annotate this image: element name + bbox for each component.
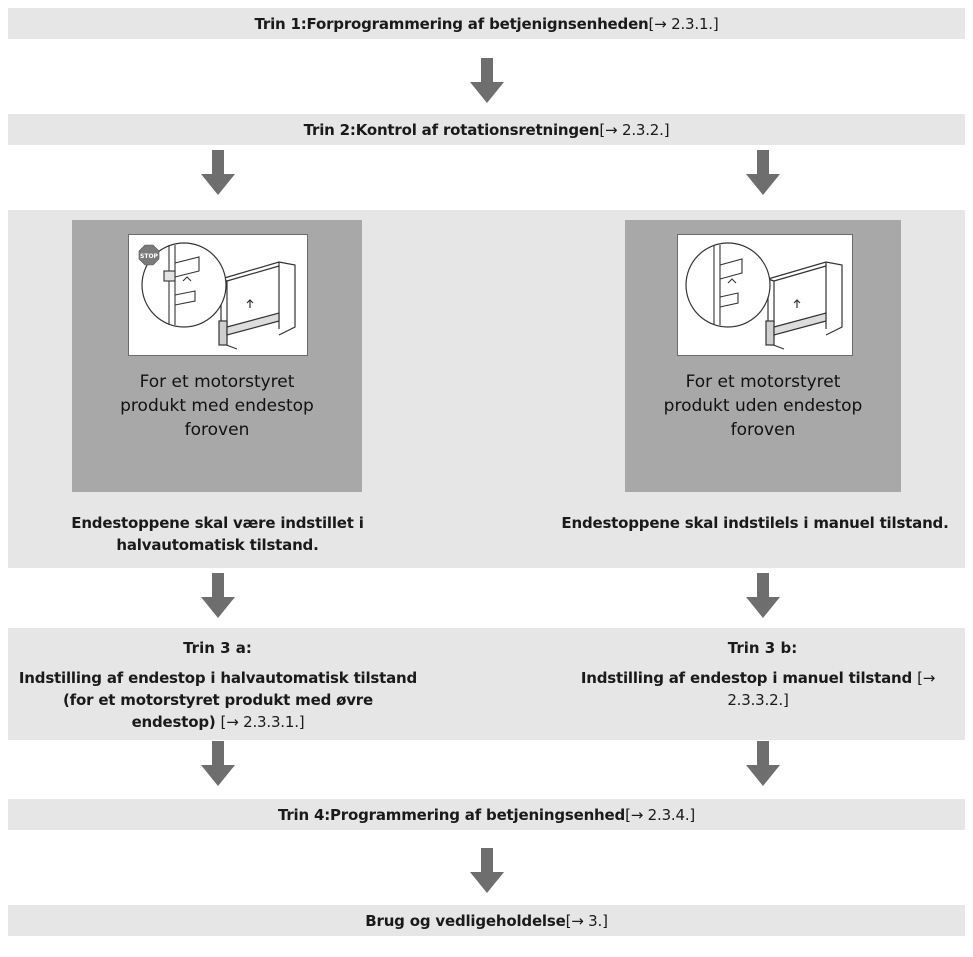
- step-3b-title: Trin 3 b:: [727, 639, 798, 657]
- step-3-band: [8, 628, 965, 740]
- final-bar: Brug og vedligeholdelse [→ 3.]: [8, 905, 965, 936]
- step-1-reference-link[interactable]: [→ 2.3.1.]: [648, 14, 719, 33]
- step-3a-line: endestop): [131, 713, 221, 731]
- left-panel-caption: For et motorstyret produkt med endestop …: [72, 370, 362, 442]
- step-3a-reference-link[interactable]: [→ 2.3.3.1.]: [220, 713, 305, 731]
- caption-line: produkt med endestop: [120, 396, 314, 416]
- option-panel-with-top-endstop: STOP For et motorstyret produkt med ende…: [72, 220, 362, 492]
- arrow-down-icon: [470, 848, 504, 893]
- step-1-label: Trin 1:: [254, 14, 307, 33]
- step-4-text: Programmering af betjeningsenhed: [330, 805, 626, 824]
- product-illustration-with-stop: STOP: [128, 234, 308, 356]
- note-line: halvautomatisk tilstand.: [116, 536, 319, 554]
- final-text: Brug og vedligeholdelse: [365, 911, 566, 930]
- caption-line: For et motorstyret: [685, 372, 841, 392]
- note-line: Endestoppene skal være indstillet i: [71, 514, 364, 532]
- caption-line: foroven: [184, 420, 250, 440]
- caption-line: produkt uden endestop: [663, 396, 863, 416]
- arrow-down-icon: [746, 741, 780, 786]
- caption-line: foroven: [730, 420, 796, 440]
- step-3a-body: Indstilling af endestop i halvautomatisk…: [8, 667, 428, 733]
- note-line: Endestoppene skal indstilels i manuel ti…: [561, 514, 949, 532]
- arrow-down-icon: [470, 58, 504, 103]
- arrow-down-icon: [746, 573, 780, 618]
- product-illustration-without-stop: [677, 234, 853, 356]
- step-1-text: Forprogrammering af betjenignsenheden: [306, 14, 649, 33]
- step-2-reference-link[interactable]: [→ 2.3.2.]: [599, 120, 670, 139]
- right-panel-note: Endestoppene skal indstilels i manuel ti…: [540, 512, 970, 534]
- step-3a-title: Trin 3 a:: [183, 639, 252, 657]
- arrow-down-icon: [746, 150, 780, 195]
- step-3b-reference-link[interactable]: [→ 2.3.3.2.]: [727, 669, 936, 709]
- step-4-bar: Trin 4:Programmering af betjeningsenhed …: [8, 799, 965, 830]
- stop-badge-text: STOP: [140, 253, 159, 260]
- step-2-text: Kontrol af rotationsretningen: [355, 120, 600, 139]
- step-4-reference-link[interactable]: [→ 2.3.4.]: [625, 805, 696, 824]
- step-3a-line: Indstilling af endestop i halvautomatisk…: [18, 669, 418, 687]
- caption-line: For et motorstyret: [139, 372, 295, 392]
- final-reference-link[interactable]: [→ 3.]: [565, 911, 608, 930]
- step-4-label: Trin 4:: [277, 805, 331, 824]
- step-2-bar: Trin 2:Kontrol af rotationsretningen [→ …: [8, 114, 965, 145]
- step-3b-text: Indstilling af endestop i manuel tilstan…: [580, 669, 918, 687]
- step-3b-body: Indstilling af endestop i manuel tilstan…: [548, 667, 968, 711]
- right-panel-caption: For et motorstyret produkt uden endestop…: [625, 370, 901, 442]
- left-panel-note: Endestoppene skal være indstillet i halv…: [40, 512, 395, 556]
- arrow-down-icon: [201, 741, 235, 786]
- step-1-bar: Trin 1:Forprogrammering af betjenignsenh…: [8, 8, 965, 39]
- step-2-label: Trin 2:: [303, 120, 356, 139]
- option-panel-without-top-endstop: For et motorstyret produkt uden endestop…: [625, 220, 901, 492]
- arrow-down-icon: [201, 150, 235, 195]
- arrow-down-icon: [201, 573, 235, 618]
- step-3a-line: (for et motorstyret produkt med øvre: [63, 691, 373, 709]
